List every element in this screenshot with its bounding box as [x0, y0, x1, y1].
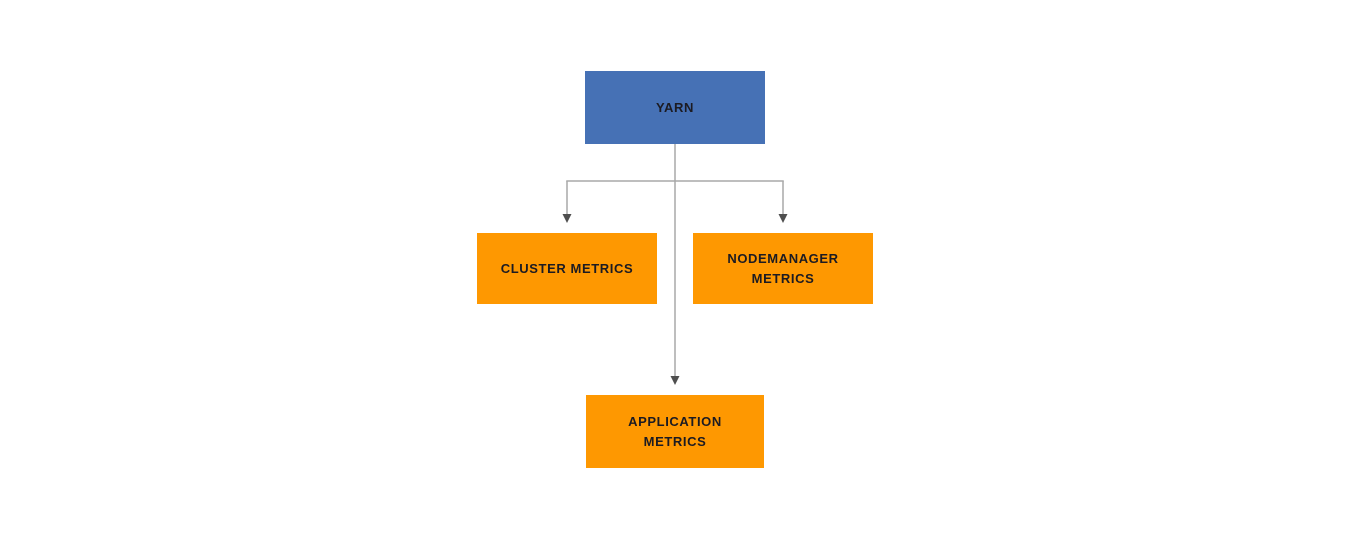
node-cluster-metrics: CLUSTER METRICS [477, 233, 657, 304]
arrowhead-application-icon [670, 376, 680, 385]
node-yarn-label: YARN [655, 99, 695, 115]
arrowhead-cluster-icon [562, 214, 572, 223]
node-application-metrics: APPLICATION METRICS [586, 395, 764, 468]
node-cluster-metrics-label: CLUSTER METRICS [500, 260, 634, 276]
node-application-metrics-label: APPLICATION METRICS [628, 413, 722, 449]
node-nodemanager-metrics: NODEMANAGER METRICS [693, 233, 873, 304]
node-nodemanager-metrics-label: NODEMANAGER METRICS [727, 250, 839, 286]
node-yarn: YARN [585, 71, 765, 144]
arrowhead-nodemanager-icon [778, 214, 788, 223]
